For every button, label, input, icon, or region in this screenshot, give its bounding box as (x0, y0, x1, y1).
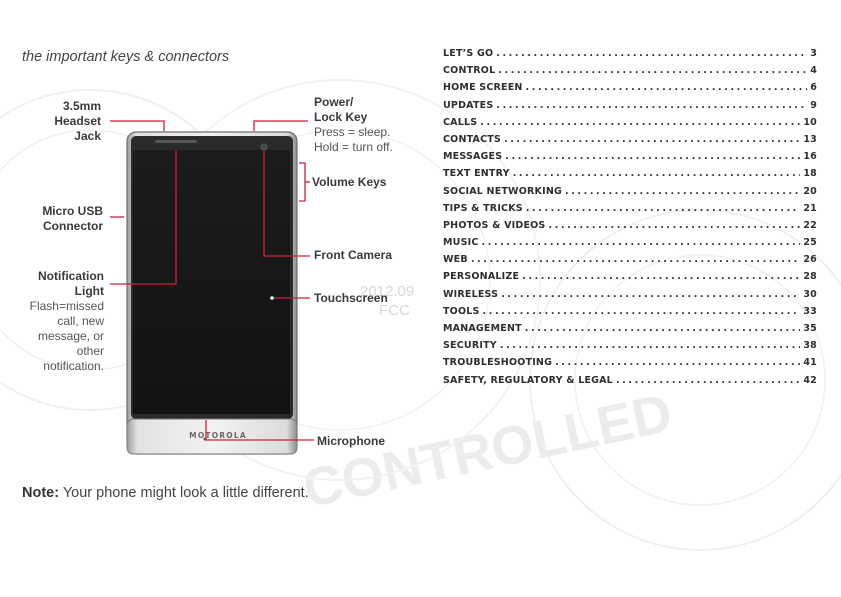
toc-entry-page: 13 (803, 133, 817, 145)
toc-entry[interactable]: CONTROL.................................… (443, 65, 817, 82)
toc-entry[interactable]: SECURITY................................… (443, 340, 817, 357)
label-volume-keys: Volume Keys (312, 175, 387, 189)
toc-leader-dots: ........................................… (615, 374, 801, 386)
toc-entry-title: PERSONALIZE (443, 271, 520, 283)
toc-entry-page: 33 (803, 305, 817, 317)
toc-leader-dots: ........................................… (524, 323, 801, 334)
toc-entry[interactable]: PERSONALIZE.............................… (443, 271, 817, 288)
toc-entry-page: 3 (810, 48, 817, 59)
toc-entry-page: 16 (803, 151, 817, 163)
toc-leader-dots: ........................................… (482, 305, 801, 317)
label-front-camera: Front Camera (314, 248, 393, 262)
toc-entry[interactable]: TIPS & TRICKS...........................… (443, 203, 817, 220)
toc-leader-dots: ........................................… (481, 237, 801, 249)
toc-leader-dots: ........................................… (555, 357, 800, 369)
toc-entry[interactable]: PHOTOS & VIDEOS.........................… (443, 220, 817, 237)
label-microphone: Microphone (317, 434, 385, 448)
label-touchscreen: Touchscreen (314, 291, 388, 305)
toc-leader-dots: ........................................… (512, 168, 801, 180)
toc-entry-page: 20 (803, 185, 817, 197)
toc-entry-title: SOCIAL NETWORKING (443, 185, 562, 197)
toc-entry-title: WEB (443, 254, 468, 266)
toc-leader-dots: ........................................… (496, 99, 807, 111)
toc-entry-page: 35 (803, 323, 817, 334)
toc-entry[interactable]: SOCIAL NETWORKING.......................… (443, 186, 817, 203)
toc-entry-title: CALLS (443, 116, 478, 128)
toc-entry-page: 22 (803, 219, 817, 231)
table-of-contents: LET’S GO................................… (443, 48, 817, 392)
toc-entry[interactable]: LET’S GO................................… (443, 48, 817, 65)
toc-leader-dots: ........................................… (504, 133, 801, 145)
toc-entry-title: MESSAGES (443, 151, 503, 163)
toc-leader-dots: ........................................… (505, 151, 800, 163)
note-text: Your phone might look a little different… (59, 485, 309, 501)
watermark-fcc: FCC (379, 302, 410, 319)
toc-leader-dots: ........................................… (525, 202, 801, 214)
label-notification-light: Notification Light Flash=missed call, ne… (29, 269, 104, 373)
toc-entry[interactable]: SAFETY, REGULATORY & LEGAL..............… (443, 375, 817, 392)
toc-entry-page: 41 (803, 357, 817, 369)
toc-entry-page: 26 (803, 254, 817, 266)
toc-entry-title: TOOLS (443, 305, 480, 317)
toc-entry-page: 30 (803, 288, 817, 300)
toc-leader-dots: ........................................… (525, 82, 808, 94)
toc-entry-title: CONTROL (443, 65, 496, 77)
toc-entry-page: 4 (810, 65, 817, 77)
toc-entry-title: TEXT ENTRY (443, 168, 510, 180)
toc-entry[interactable]: UPDATES.................................… (443, 100, 817, 117)
toc-leader-dots: ........................................… (498, 65, 807, 77)
toc-leader-dots: ........................................… (564, 185, 801, 197)
toc-entry[interactable]: HOME SCREEN.............................… (443, 82, 817, 99)
toc-entry[interactable]: WEB.....................................… (443, 254, 817, 271)
toc-entry-page: 18 (803, 168, 817, 180)
toc-entry-page: 6 (810, 82, 817, 94)
toc-entry-page: 9 (810, 99, 817, 111)
toc-entry-title: UPDATES (443, 99, 494, 111)
toc-entry-page: 38 (803, 340, 817, 352)
toc-entry[interactable]: WIRELESS................................… (443, 289, 817, 306)
label-power-key: Power/ Lock Key Press = sleep. Hold = tu… (314, 95, 393, 154)
watermark-date: 2012.09 (360, 283, 415, 300)
toc-leader-dots: ........................................… (480, 116, 801, 128)
toc-entry-title: HOME SCREEN (443, 82, 523, 94)
toc-entry[interactable]: MUSIC...................................… (443, 237, 817, 254)
toc-leader-dots: ........................................… (548, 219, 800, 231)
intro-heading: the important keys & connectors (22, 49, 230, 65)
toc-entry[interactable]: MESSAGES................................… (443, 151, 817, 168)
toc-entry-page: 21 (803, 202, 817, 214)
toc-entry[interactable]: TEXT ENTRY..............................… (443, 168, 817, 185)
toc-entry-page: 42 (803, 374, 817, 386)
toc-entry-page: 10 (803, 116, 817, 128)
toc-entry[interactable]: TROUBLESHOOTING.........................… (443, 357, 817, 374)
toc-entry-title: WIRELESS (443, 288, 499, 300)
toc-entry[interactable]: MANAGEMENT..............................… (443, 323, 817, 340)
toc-leader-dots: ........................................… (501, 288, 800, 300)
toc-entry-page: 25 (803, 237, 817, 249)
toc-entry-title: MUSIC (443, 237, 479, 249)
toc-entry-title: CONTACTS (443, 133, 501, 145)
note-label: Note: (22, 485, 60, 501)
toc-entry-title: PHOTOS & VIDEOS (443, 219, 546, 231)
toc-entry[interactable]: TOOLS...................................… (443, 306, 817, 323)
toc-entry-title: MANAGEMENT (443, 323, 522, 334)
toc-entry-title: SAFETY, REGULATORY & LEGAL (443, 374, 613, 386)
label-headset-jack: 3.5mm Headset Jack (54, 99, 101, 143)
toc-entry-title: TROUBLESHOOTING (443, 357, 553, 369)
toc-entry-title: TIPS & TRICKS (443, 202, 523, 214)
toc-entry[interactable]: CONTACTS................................… (443, 134, 817, 151)
toc-leader-dots: ........................................… (499, 340, 801, 352)
toc-entry-title: LET’S GO (443, 48, 494, 59)
phone-brand: MOTOROLA (189, 431, 247, 440)
note: Note: Your phone might look a little dif… (22, 485, 309, 501)
toc-leader-dots: ........................................… (470, 254, 801, 266)
toc-entry[interactable]: CALLS...................................… (443, 117, 817, 134)
toc-entry-page: 28 (803, 271, 817, 283)
toc-leader-dots: ........................................… (522, 271, 801, 283)
label-micro-usb: Micro USB Connector (42, 204, 103, 233)
toc-entry-title: SECURITY (443, 340, 497, 352)
toc-leader-dots: ........................................… (496, 48, 807, 59)
